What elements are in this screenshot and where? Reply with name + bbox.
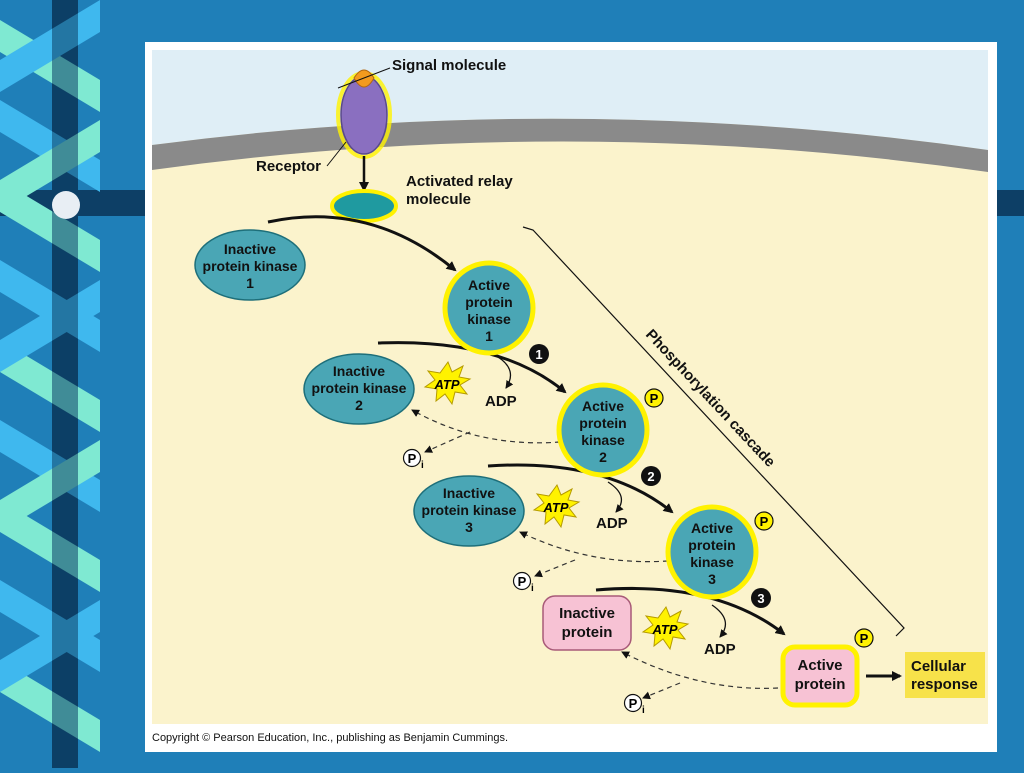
active-kinase-3-line3: kinase <box>690 554 734 570</box>
atp-label-3: ATP <box>651 622 677 637</box>
adp-arrow-1 <box>497 356 514 389</box>
step-badge-2: 2 <box>641 466 661 486</box>
active-kinase-3-line4: 3 <box>708 571 716 587</box>
active-kinase-2-line4: 2 <box>599 449 607 465</box>
inactive-kinase-2-line3: 2 <box>355 397 363 413</box>
cellular-response-line1: Cellular <box>911 658 966 675</box>
inactive-kinase-1-line2: protein kinase <box>203 258 298 274</box>
adp-label-2: ADP <box>596 515 628 532</box>
active-protein-line1: Active <box>797 657 842 674</box>
active-protein: Active protein <box>780 644 860 708</box>
pi-symbol-2-p: P <box>518 574 527 589</box>
inactive-kinase-2: Inactive protein kinase 2 <box>303 353 415 425</box>
pi-symbol-1: P i <box>402 448 424 471</box>
inactive-kinase-3-line1: Inactive <box>443 485 495 501</box>
step-badge-1: 1 <box>529 344 549 364</box>
adp-arrow-3 <box>711 604 728 638</box>
dephosphorylation-arrow-3 <box>519 531 669 563</box>
adp-label-1: ADP <box>485 393 517 410</box>
signal-molecule-label: Signal molecule <box>392 57 506 74</box>
inactive-protein: Inactive protein <box>542 595 632 651</box>
inactive-protein-line1: Inactive <box>559 605 615 622</box>
active-kinase-2-line3: kinase <box>581 432 625 448</box>
inactive-kinase-3: Inactive protein kinase 3 <box>413 475 525 547</box>
inactive-kinase-1-line1: Inactive <box>224 241 276 257</box>
pi-release-arrow-protein <box>642 682 681 700</box>
pi-symbol-3: P i <box>623 693 645 716</box>
active-kinase-3-line2: protein <box>688 537 735 553</box>
atp-label-2: ATP <box>542 500 568 515</box>
pi-symbol-1-sub: i <box>421 460 424 471</box>
inactive-kinase-1: Inactive protein kinase 1 <box>194 229 306 301</box>
pi-symbol-2-sub: i <box>531 583 534 594</box>
active-kinase-2: Active protein kinase 2 <box>556 382 650 478</box>
active-kinase-1-line1: Active <box>468 277 510 293</box>
phosphate-badge-kinase-2: P <box>644 388 664 408</box>
step-badge-3-text: 3 <box>757 591 764 606</box>
phosphate-badge-protein-text: P <box>860 631 869 646</box>
inactive-kinase-3-line2: protein kinase <box>422 502 517 518</box>
relay-label-line1: Activated relay <box>406 173 513 190</box>
receptor-label: Receptor <box>256 158 321 175</box>
phosphate-badge-kinase-2-text: P <box>650 391 659 406</box>
active-kinase-3: Active protein kinase 3 <box>665 504 759 600</box>
step-badge-2-text: 2 <box>647 469 654 484</box>
step-badge-3: 3 <box>751 588 771 608</box>
active-kinase-2-line2: protein <box>579 415 626 431</box>
inactive-kinase-3-line3: 3 <box>465 519 473 535</box>
atp-star-1: ATP <box>423 360 472 406</box>
active-kinase-2-line1: Active <box>582 398 624 414</box>
arrow-relay-to-kinase1 <box>267 215 457 272</box>
relay-label-line2: molecule <box>406 191 471 208</box>
atp-label-1: ATP <box>433 377 459 392</box>
cascade-bracket <box>522 226 905 637</box>
inactive-protein-line2: protein <box>562 624 613 641</box>
signal-molecule-leader <box>337 67 391 89</box>
inactive-kinase-1-line3: 1 <box>246 275 254 291</box>
active-kinase-1-line4: 1 <box>485 328 493 344</box>
inactive-kinase-2-line2: protein kinase <box>312 380 407 396</box>
phosphate-badge-kinase-3: P <box>754 511 774 531</box>
receptor-shape <box>340 75 388 155</box>
pi-symbol-2: P i <box>512 571 534 594</box>
active-kinase-1-line2: protein <box>465 294 512 310</box>
step-badge-1-text: 1 <box>535 347 542 362</box>
pi-symbol-3-sub: i <box>642 705 645 716</box>
atp-star-2: ATP <box>532 483 581 529</box>
phosphate-badge-kinase-3-text: P <box>760 514 769 529</box>
active-kinase-3-line1: Active <box>691 520 733 536</box>
adp-label-3: ADP <box>704 641 736 658</box>
cellular-response-line2: response <box>911 676 978 693</box>
dephosphorylation-arrow-protein <box>621 651 779 689</box>
copyright-text: Copyright © Pearson Education, Inc., pub… <box>152 732 508 744</box>
active-kinase-1: Active protein kinase 1 <box>442 260 536 356</box>
receptor-leader <box>326 141 347 167</box>
dephosphorylation-arrow-2 <box>411 409 561 444</box>
pi-symbol-3-p: P <box>629 696 638 711</box>
pi-release-arrow-3 <box>534 559 576 578</box>
inactive-kinase-2-line1: Inactive <box>333 363 385 379</box>
active-protein-line2: protein <box>795 676 846 693</box>
pi-symbol-1-p: P <box>408 451 417 466</box>
atp-star-3: ATP <box>641 605 690 651</box>
ribbon-knob <box>52 191 80 219</box>
adp-arrow-2 <box>607 481 624 513</box>
active-kinase-1-line3: kinase <box>467 311 511 327</box>
relay-molecule-shape <box>330 189 398 223</box>
phosphate-badge-protein: P <box>854 628 874 648</box>
cellular-response-box: Cellular response <box>905 652 985 698</box>
